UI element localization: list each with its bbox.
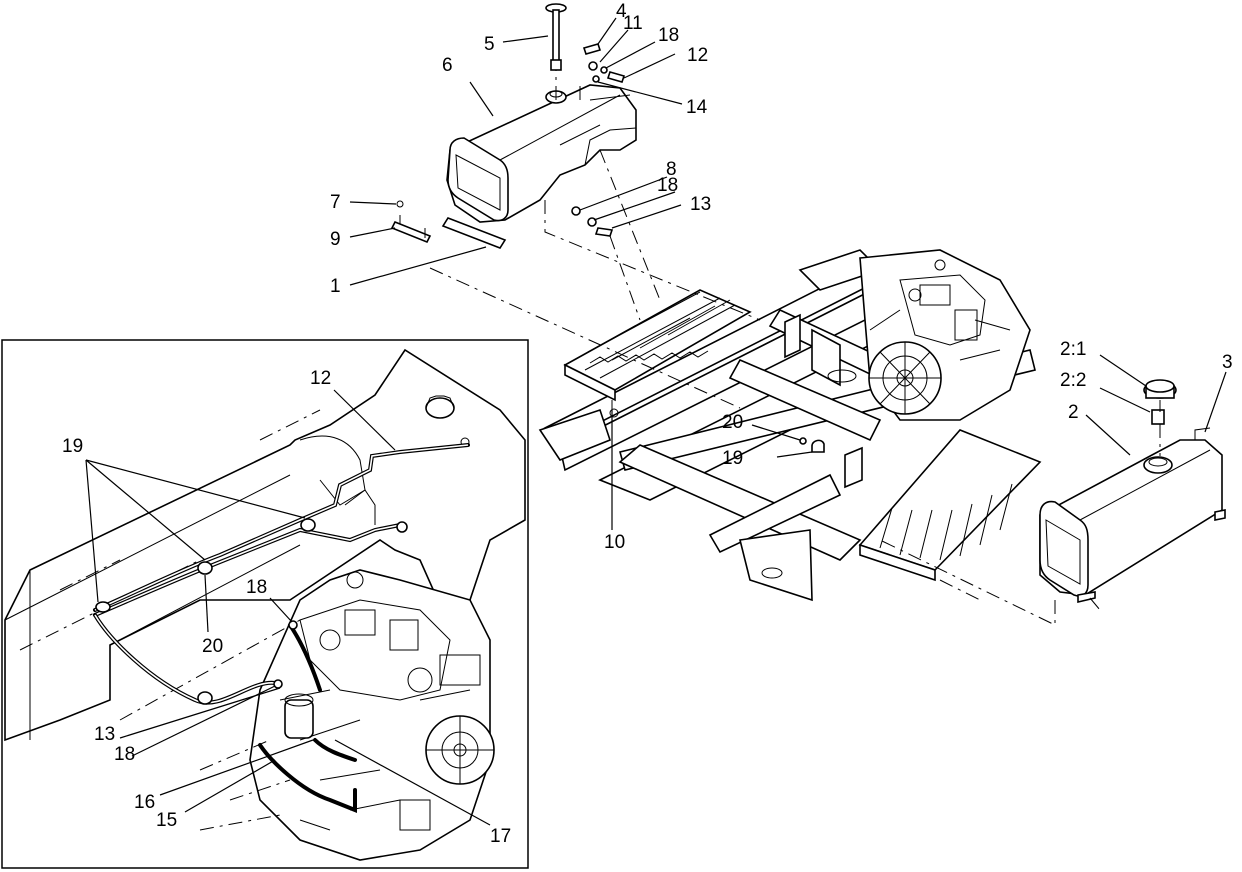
callout-17: 17 — [490, 826, 511, 847]
callout-13: 13 — [94, 724, 115, 745]
callout-2-2: 2:2 — [1060, 370, 1086, 391]
callout-18: 18 — [657, 175, 678, 196]
callout-7: 7 — [330, 192, 341, 213]
fittings-top — [571, 43, 626, 237]
callout-2-1: 2:1 — [1060, 339, 1086, 360]
step-platform-right — [858, 429, 1042, 582]
callout-14: 14 — [686, 97, 708, 118]
callout-10: 10 — [604, 532, 625, 553]
callout-3: 3 — [1222, 352, 1233, 373]
callout-20: 20 — [722, 412, 743, 433]
detail-inset — [1, 339, 529, 869]
callout-19: 19 — [62, 436, 83, 457]
fuel-tank-2 — [1039, 379, 1226, 604]
callout-9: 9 — [330, 229, 341, 250]
callout-18: 18 — [246, 577, 267, 598]
callout-labels: 4 5 11 18 12 6 14 8 18 13 7 9 1 2:1 3 2:… — [62, 1, 1233, 847]
callout-13: 13 — [690, 194, 711, 215]
callout-18: 18 — [114, 744, 135, 765]
callout-19: 19 — [722, 448, 743, 469]
hose-clamp-parts — [799, 437, 825, 453]
callout-2: 2 — [1068, 402, 1079, 423]
callout-11: 11 — [623, 13, 643, 34]
callout-4: 4 — [616, 1, 627, 22]
callout-20: 20 — [202, 636, 223, 657]
callout-18: 18 — [658, 25, 679, 46]
callout-5: 5 — [484, 34, 495, 55]
leader-lines — [85, 17, 1227, 826]
callout-6: 6 — [442, 55, 453, 76]
callout-16: 16 — [134, 792, 155, 813]
fuel-tank-6 — [390, 84, 637, 249]
step-platform-left — [563, 289, 752, 402]
callout-12: 12 — [310, 368, 331, 389]
callout-12: 12 — [687, 45, 708, 66]
callout-8: 8 — [666, 159, 677, 180]
fuel-sender-5 — [545, 3, 567, 71]
callout-15: 15 — [156, 810, 177, 831]
callout-1: 1 — [330, 276, 341, 297]
engine-upper — [859, 249, 1031, 421]
